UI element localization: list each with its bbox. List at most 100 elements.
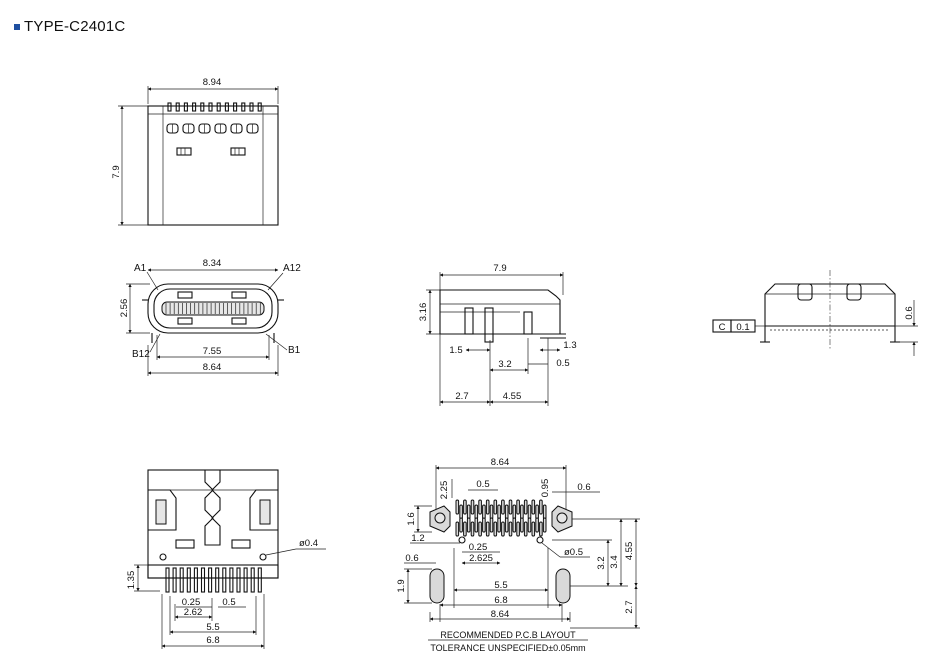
pcb-pad-top bbox=[493, 499, 498, 515]
bottom-total-width: 6.8 bbox=[206, 635, 219, 646]
pcb-pad-bottom bbox=[482, 517, 486, 533]
pcb-d-1-2: 1.2 bbox=[411, 533, 424, 544]
bottom-pin bbox=[172, 567, 177, 593]
bottom-pin bbox=[165, 567, 170, 593]
side-length-dim: 7.9 bbox=[493, 263, 506, 274]
pcb-layout: 8.64 2.25 0.5 0.95 0.6 1.6 1.2 0.25 2.62… bbox=[396, 457, 640, 653]
pcb-pad-top bbox=[470, 499, 475, 515]
pin-b12-label: B12 bbox=[132, 349, 150, 360]
pcb-pad-bottom bbox=[489, 517, 494, 533]
pcb-d-3-4: 3.4 bbox=[609, 555, 620, 568]
top-pin bbox=[183, 102, 188, 112]
pcb-pad-bottom bbox=[501, 521, 505, 537]
bottom-pin bbox=[243, 567, 248, 593]
title-text: TYPE-C2401C bbox=[24, 18, 126, 35]
top-pin bbox=[200, 102, 205, 112]
pcb-pad-bottom bbox=[493, 521, 498, 537]
pcb-pad-bottom bbox=[497, 517, 501, 533]
side-d-4-55: 4.55 bbox=[503, 391, 522, 402]
pcb-pad-bottom bbox=[520, 517, 524, 533]
pcb-pad-bottom bbox=[542, 517, 547, 533]
bottom-pin bbox=[257, 567, 262, 593]
pcb-pad-top bbox=[531, 499, 536, 515]
bottom-pin bbox=[186, 567, 191, 593]
page-title: TYPE-C2401C bbox=[14, 18, 125, 35]
side-d-1-5: 1.5 bbox=[449, 345, 462, 356]
side-d-1-3: 1.3 bbox=[563, 340, 576, 351]
bottom-pin bbox=[200, 567, 206, 593]
pcb-pad-top bbox=[508, 499, 513, 515]
top-pin bbox=[216, 102, 221, 112]
pcb-pad-top bbox=[504, 504, 509, 520]
bottom-pin bbox=[250, 567, 255, 593]
front-bottom-width-dim: 8.64 bbox=[203, 362, 222, 373]
pcb-pad-top bbox=[523, 499, 528, 515]
bottom-span-b: 5.5 bbox=[206, 622, 219, 633]
pcb-pad-top bbox=[516, 499, 520, 515]
side-d-2-7: 2.7 bbox=[455, 391, 468, 402]
pcb-pad-bottom bbox=[455, 521, 460, 537]
title-bullet-icon bbox=[14, 23, 20, 30]
pcb-d-0-95: 0.95 bbox=[540, 479, 551, 498]
pin-a12-label: A12 bbox=[283, 263, 301, 274]
pcb-d-4-55: 4.55 bbox=[624, 542, 635, 561]
pcb-pad-bottom bbox=[527, 517, 532, 533]
front-view: 8.34 A1 A12 2.56 7.55 B12 B1 bbox=[119, 258, 301, 376]
pcb-d-2-625: 2.625 bbox=[469, 553, 493, 564]
bottom-pitch-dim: 0.25 bbox=[182, 597, 201, 608]
top-pin bbox=[224, 102, 229, 112]
bottom-pin bbox=[179, 567, 184, 593]
pcb-pad-bottom bbox=[466, 517, 471, 533]
bottom-pins bbox=[165, 567, 262, 593]
pcb-pad-top bbox=[485, 499, 490, 515]
top-pin bbox=[233, 102, 238, 112]
pcb-caption: RECOMMENDED P.C.B LAYOUT bbox=[440, 630, 576, 640]
bottom-view: ø0.4 1.35 0.25 0.5 2.62 5.5 6.8 bbox=[126, 469, 326, 649]
pcb-d-5-5: 5.5 bbox=[494, 580, 507, 591]
top-contacts bbox=[166, 123, 259, 134]
top-pin bbox=[241, 102, 246, 112]
end-view: C 0.1 0.6 bbox=[712, 270, 918, 356]
flatness-value: 0.1 bbox=[736, 322, 749, 333]
pcb-pad-bottom bbox=[531, 521, 536, 537]
pcb-d-2-7: 2.7 bbox=[624, 600, 635, 613]
top-height-dim: 7.9 bbox=[111, 165, 122, 178]
pcb-pad-top bbox=[489, 504, 494, 520]
bottom-pin bbox=[236, 567, 241, 593]
pin-b1-label: B1 bbox=[288, 345, 301, 356]
bottom-span-a: 2.62 bbox=[184, 607, 203, 618]
pcb-d-0-25: 0.25 bbox=[469, 542, 488, 553]
pcb-pad-top bbox=[497, 504, 501, 520]
pcb-pad-bottom bbox=[523, 521, 528, 537]
top-pin bbox=[257, 102, 262, 112]
pcb-pad-top bbox=[535, 504, 539, 520]
front-inner-width-dim: 7.55 bbox=[203, 346, 222, 357]
pcb-pad-top bbox=[539, 499, 543, 515]
top-pins bbox=[167, 102, 262, 112]
bottom-pin bbox=[222, 567, 227, 593]
side-d-3-2: 3.2 bbox=[498, 359, 511, 370]
pcb-pad-top bbox=[466, 504, 471, 520]
pin-a1-label: A1 bbox=[134, 263, 147, 274]
pcb-pad-bottom bbox=[508, 521, 513, 537]
front-teeth bbox=[165, 303, 261, 314]
top-pin bbox=[208, 102, 213, 112]
pcb-d-6-8: 6.8 bbox=[494, 595, 507, 606]
pcb-pad-top bbox=[463, 499, 467, 515]
top-pin bbox=[192, 102, 197, 112]
pcb-pad-bottom bbox=[478, 521, 482, 537]
flatness-datum: C bbox=[719, 322, 726, 333]
top-pin bbox=[167, 102, 172, 112]
top-pin bbox=[175, 102, 180, 112]
pcb-pad-bottom bbox=[459, 517, 463, 533]
pcb-d-1-6: 1.6 bbox=[406, 512, 417, 525]
bottom-pin bbox=[193, 567, 198, 593]
pcb-pad-top bbox=[542, 504, 547, 520]
pcb-pad-top bbox=[512, 504, 517, 520]
front-height-dim: 2.56 bbox=[119, 299, 130, 318]
pcb-pad-top bbox=[520, 504, 524, 520]
pcb-pad-top bbox=[459, 504, 463, 520]
pcb-d-0-6-left: 0.6 bbox=[405, 553, 418, 564]
front-top-width-dim: 8.34 bbox=[203, 258, 222, 269]
